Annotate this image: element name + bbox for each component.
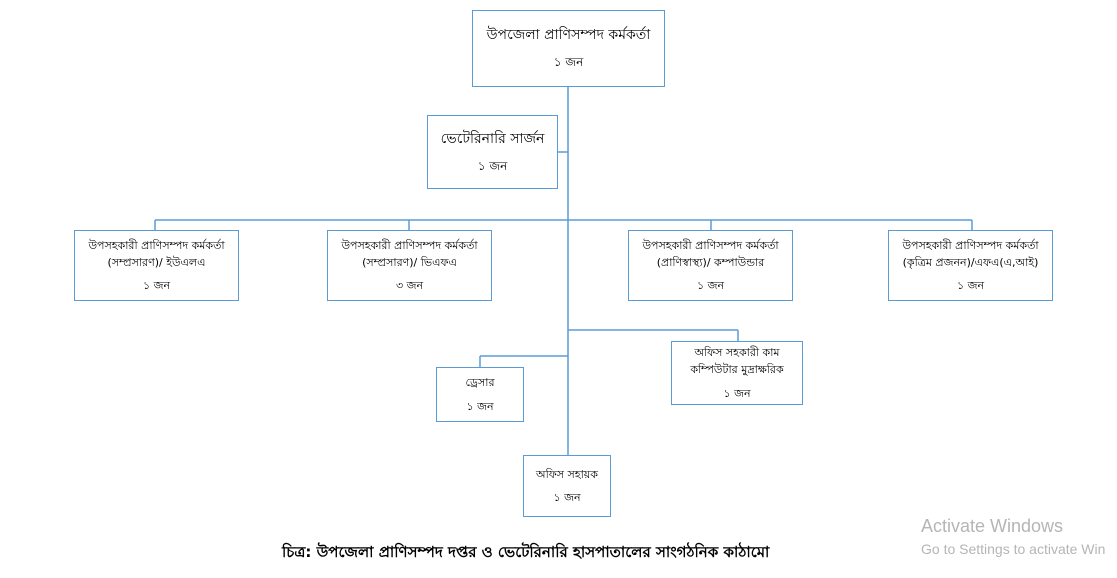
node-upazila-livestock-officer: উপজেলা প্রাণিসম্পদ কর্মকর্তা ১ জন <box>472 10 665 87</box>
node-subtitle: (কৃত্রিম প্রজনন)/এফএ(এ,আই) <box>902 255 1039 269</box>
node-count: ১ জন <box>696 279 725 293</box>
node-count: ৩ জন <box>395 279 424 293</box>
node-title: ড্রেসার <box>465 376 495 390</box>
node-count: ১ জন <box>466 399 494 413</box>
node-office-assistant: অফিস সহকারী কাম কম্পিউটার মুদ্রাক্ষরিক ১… <box>671 341 803 405</box>
node-count: ১ জন <box>477 158 508 173</box>
node-subtitle: (সম্প্রসারণ)/ ভিএফএ <box>362 255 457 269</box>
node-subtitle: কম্পিউটার মুদ্রাক্ষরিক <box>690 363 784 377</box>
node-count: ১ জন <box>723 386 751 400</box>
node-ulo: উপসহকারী প্রাণিসম্পদ কর্মকর্তা (সম্প্রসা… <box>74 230 239 301</box>
node-title: অফিস সহকারী কাম <box>694 346 780 360</box>
node-compounder: উপসহকারী প্রাণিসম্পদ কর্মকর্তা (প্রাণিস্… <box>628 230 793 301</box>
node-title: উপজেলা প্রাণিসম্পদ কর্মকর্তা <box>486 27 651 44</box>
activation-watermark-subtitle: Go to Settings to activate Win <box>921 541 1106 557</box>
node-subtitle: (প্রাণিস্বাস্থ্য)/ কম্পাউন্ডার <box>656 255 765 269</box>
node-fa-ai: উপসহকারী প্রাণিসম্পদ কর্মকর্তা (কৃত্রিম … <box>888 230 1053 301</box>
node-subtitle: (সম্প্রসারণ)/ ইউএলএ <box>107 255 206 269</box>
activation-watermark-title: Activate Windows <box>921 516 1064 536</box>
node-dresser: ড্রেসার ১ জন <box>436 367 524 422</box>
node-count: ১ জন <box>553 55 584 70</box>
node-title: ভেটেরিনারি সার্জন <box>440 130 545 147</box>
node-vfa: উপসহকারী প্রাণিসম্পদ কর্মকর্তা (সম্প্রসা… <box>327 230 492 301</box>
node-office-helper: অফিস সহায়ক ১ জন <box>523 455 611 517</box>
node-title: অফিস সহায়ক <box>536 467 598 481</box>
node-title: উপসহকারী প্রাণিসম্পদ কর্মকর্তা <box>88 238 225 252</box>
node-title: উপসহকারী প্রাণিসম্পদ কর্মকর্তা <box>642 238 779 252</box>
node-title: উপসহকারী প্রাণিসম্পদ কর্মকর্তা <box>341 238 478 252</box>
node-count: ১ জন <box>142 279 171 293</box>
node-title: উপসহকারী প্রাণিসম্পদ কর্মকর্তা <box>902 238 1039 252</box>
figure-caption: চিত্র: উপজেলা প্রাণিসম্পদ দপ্তর ও ভেটেরি… <box>282 543 770 561</box>
node-count: ১ জন <box>956 279 985 293</box>
node-count: ১ জন <box>553 491 581 504</box>
node-veterinary-surgeon: ভেটেরিনারি সার্জন ১ জন <box>427 115 558 189</box>
